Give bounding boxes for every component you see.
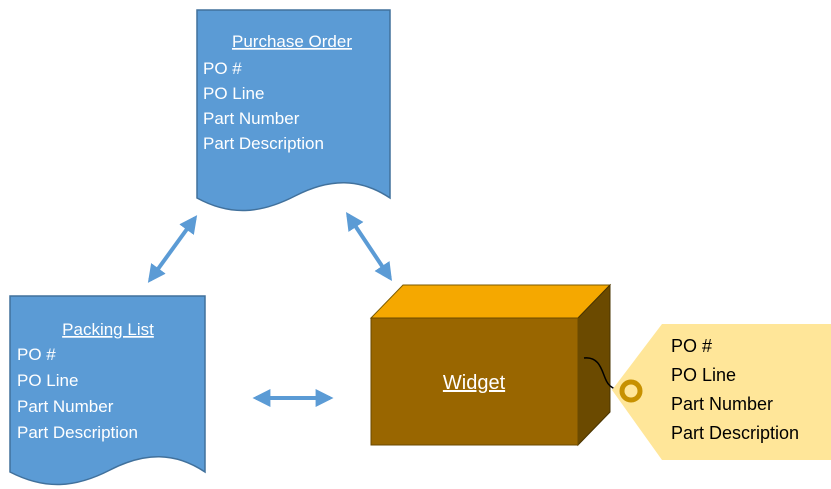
packing-list-title: Packing List xyxy=(62,320,154,339)
purchase-order-title: Purchase Order xyxy=(232,32,352,51)
purchase-order-field-po-line: PO Line xyxy=(203,84,264,103)
tag-field-po-number: PO # xyxy=(671,336,712,356)
tag-field-part-description: Part Description xyxy=(671,423,799,443)
purchase-order-document: Purchase Order PO # PO Line Part Number … xyxy=(196,9,391,212)
widget-box: Widget xyxy=(369,283,612,447)
packing-list-shape xyxy=(9,295,206,486)
purchase-order-field-po-number: PO # xyxy=(203,59,242,78)
tag-field-po-line: PO Line xyxy=(671,365,736,385)
arrow-purchase-order-to-widget xyxy=(346,212,392,281)
widget-label: Widget xyxy=(443,372,506,394)
purchase-order-field-part-number: Part Number xyxy=(203,109,300,128)
purchase-order-shape xyxy=(196,9,391,212)
packing-list-field-po-line: PO Line xyxy=(17,371,78,390)
tag-shape xyxy=(612,324,831,460)
purchase-order-field-part-description: Part Description xyxy=(203,134,324,153)
tag-ring-icon xyxy=(619,379,643,403)
packing-list-field-part-description: Part Description xyxy=(17,423,138,442)
arrow-purchase-order-to-packing-list xyxy=(147,215,198,283)
packing-list-field-po-number: PO # xyxy=(17,345,56,364)
widget-box-top xyxy=(369,284,612,319)
packing-list-field-part-number: Part Number xyxy=(17,397,114,416)
tag-field-part-number: Part Number xyxy=(671,394,773,414)
widget-box-front xyxy=(370,317,579,446)
shipping-tag: PO # PO Line Part Number Part Descriptio… xyxy=(583,324,831,460)
packing-list-document: Packing List PO # PO Line Part Number Pa… xyxy=(9,295,206,486)
